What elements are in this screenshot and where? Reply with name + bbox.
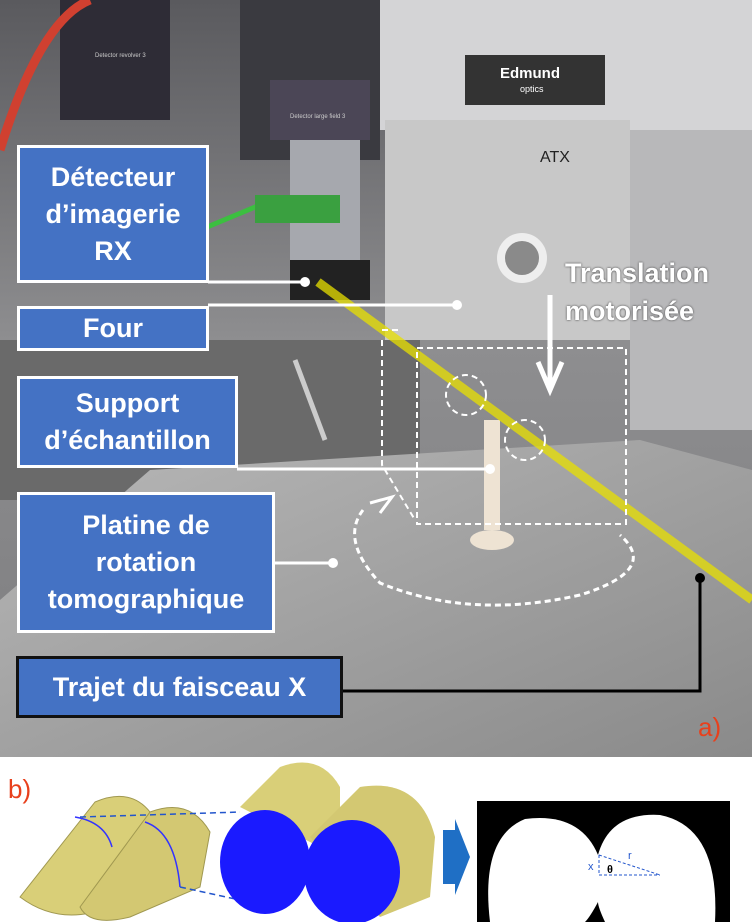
brand-sub-text: optics	[520, 84, 544, 94]
panel-b-reconstruction: x r θ	[19, 762, 730, 922]
label-rotation-stage-line1: Platine de	[82, 510, 210, 540]
symbol-theta: θ	[607, 864, 613, 876]
label-beam-path: Trajet du faisceau X	[16, 656, 343, 718]
panel-b-letter: b)	[8, 774, 32, 804]
label-sample-holder-line1: Support	[75, 388, 180, 418]
label-rotation-stage-line2: rotation	[95, 547, 197, 577]
panel-a-letter: a)	[698, 712, 722, 742]
furnace-mark: ATX	[540, 149, 570, 166]
label-furnace: Four	[17, 306, 209, 351]
sample-cross-section	[220, 762, 435, 922]
translation-label: Translation motorisée	[565, 254, 709, 330]
label-detector-line1: Détecteur	[50, 161, 176, 192]
label-rotation-stage: Platine de rotation tomographique	[17, 492, 275, 633]
label-furnace-text: Four	[83, 313, 143, 343]
sample-3d-render	[19, 795, 211, 921]
translation-line2: motorisée	[565, 296, 695, 326]
symbol-r: r	[628, 850, 632, 862]
translation-line1: Translation	[565, 258, 710, 288]
label-detector-line3: RX	[94, 235, 132, 266]
brand-text: Edmund	[500, 65, 560, 82]
detector-tag-2: Detector large field 3	[290, 114, 346, 120]
arrow-icon	[443, 819, 470, 895]
label-beam-path-text: Trajet du faisceau X	[52, 671, 307, 702]
symbol-x: x	[588, 861, 594, 873]
binary-cross-section: x r θ	[477, 801, 730, 922]
label-detector: Détecteur d’imagerie RX	[17, 145, 209, 283]
label-sample-holder-line2: d’échantillon	[44, 425, 211, 455]
detector-tag-1: Detector revolver 3	[95, 53, 146, 59]
experimental-setup-photo: Edmund optics Detector revolver 3 Detect…	[0, 0, 752, 757]
label-detector-line2: d’imagerie	[45, 198, 181, 229]
label-sample-holder: Support d’échantillon	[17, 376, 238, 468]
label-rotation-stage-line3: tomographique	[47, 584, 245, 614]
